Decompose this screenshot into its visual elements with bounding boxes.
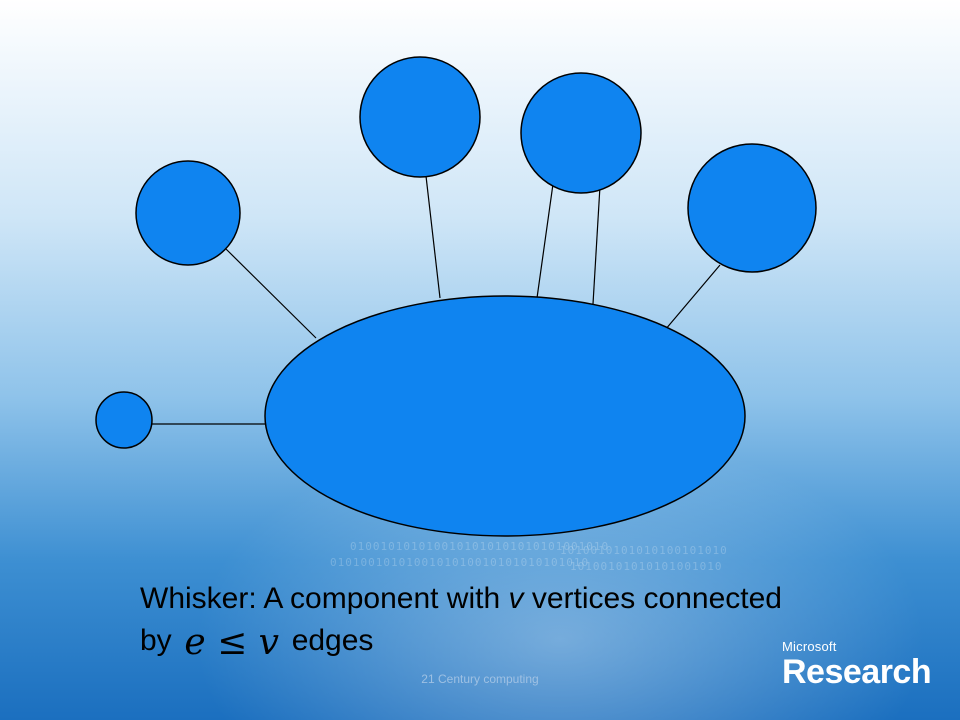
logo-microsoft: Microsoft [782, 639, 837, 654]
node-right [687, 143, 817, 273]
edge-top-node [425, 175, 441, 299]
caption-var-v: v [508, 582, 524, 615]
caption-text-1a: Whisker: A component with [140, 582, 509, 615]
caption-line-2: by e ≤ v edges [140, 620, 920, 664]
caption-text-2a: by [140, 624, 172, 657]
edge-top-right-node-b [592, 185, 601, 305]
binary-pattern-3: 1010010101010100101010 [560, 544, 728, 557]
node-small-left [95, 391, 153, 449]
central-component [264, 295, 746, 537]
binary-pattern-4: 10100101010101001010 [570, 560, 723, 573]
node-top [359, 56, 481, 178]
nodes [95, 56, 817, 537]
caption-text-1b: vertices connected [523, 582, 782, 615]
node-top-right [520, 72, 642, 194]
caption: Whisker: A component with v vertices con… [140, 578, 920, 664]
caption-text-2b: edges [291, 624, 374, 657]
footer-text: 21 Century computing [421, 672, 539, 686]
binary-pattern-2: 0101001010100101010010101010101010 [330, 556, 590, 569]
caption-line-1: Whisker: A component with v vertices con… [140, 578, 920, 620]
edge-top-left-node [225, 248, 317, 339]
binary-pattern-1: 0100101010100101010101010101001010 [350, 540, 610, 553]
edge-right-node [664, 264, 721, 331]
edges [152, 175, 721, 425]
logo-research: Research [782, 653, 932, 691]
microsoft-research-logo: Microsoft Research [782, 639, 932, 691]
edge-top-right-node-a [536, 183, 554, 299]
caption-math: e ≤ v [184, 622, 280, 663]
node-top-left [135, 160, 241, 266]
